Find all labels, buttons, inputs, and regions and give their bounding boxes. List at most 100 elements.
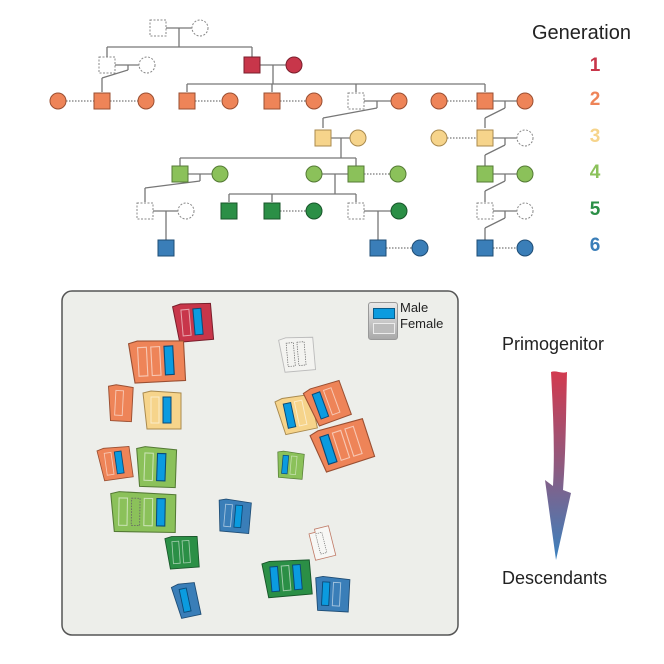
female-marker (143, 452, 154, 482)
female-marker (103, 451, 115, 476)
female-symbol (285, 56, 303, 74)
male-swatch (373, 308, 395, 319)
male-symbol (93, 92, 111, 110)
location-clusters (96, 302, 376, 619)
generation-number-3: 3 (589, 126, 601, 147)
cluster-block (218, 498, 252, 534)
female-symbol (305, 202, 323, 220)
female-marker (331, 429, 351, 461)
male-symbol (476, 129, 494, 147)
cluster-block (315, 575, 351, 613)
male-symbol (171, 165, 189, 183)
generation-title: Generation (532, 22, 631, 44)
male-marker (163, 345, 175, 376)
unknown-male-symbol (149, 19, 167, 37)
female-symbol (390, 92, 408, 110)
unknown-marker (285, 342, 296, 367)
female-symbol (305, 165, 323, 183)
cluster-block (309, 418, 376, 473)
male-symbol (314, 129, 332, 147)
cluster-block (302, 379, 352, 427)
female-symbol (430, 92, 448, 110)
male-symbol (476, 92, 494, 110)
location-cluster (172, 302, 215, 343)
location-cluster (309, 418, 376, 473)
unknown-male-symbol (98, 56, 116, 74)
location-cluster (96, 445, 134, 482)
male-symbol (157, 239, 175, 257)
female-symbol (349, 129, 367, 147)
female-marker (293, 399, 308, 427)
male-marker (178, 587, 192, 613)
unknown-male-symbol (136, 202, 154, 220)
location-cluster (110, 491, 177, 534)
male-symbol (263, 92, 281, 110)
female-marker (223, 503, 233, 528)
unknown-male-symbol (476, 202, 494, 220)
pedigree-line (484, 217, 506, 229)
cluster-block (308, 525, 337, 561)
generation-number-2: 2 (589, 89, 601, 110)
pedigree-tree (49, 19, 534, 257)
female-marker (150, 345, 162, 377)
unknown-female-symbol (516, 202, 534, 220)
female-marker (118, 497, 129, 526)
female-symbol (137, 92, 155, 110)
female-marker (180, 308, 192, 337)
female-symbol (516, 92, 534, 110)
female-marker (181, 539, 191, 564)
male-marker (321, 581, 331, 607)
unknown-male-symbol (347, 92, 365, 110)
female-symbol (390, 202, 408, 220)
generation-number-1: 1 (589, 55, 601, 76)
male-symbol (476, 239, 494, 257)
female-marker (136, 346, 149, 377)
pedigree-line (144, 180, 201, 189)
location-cluster (302, 379, 352, 427)
descent-arrow (545, 371, 571, 560)
male-symbol (347, 165, 365, 183)
female-marker (280, 564, 292, 592)
generation-number-6: 6 (589, 235, 601, 256)
unknown-female-symbol (177, 202, 195, 220)
cluster-block (108, 384, 134, 423)
female-symbol (389, 165, 407, 183)
male-marker (113, 450, 125, 475)
location-cluster (315, 575, 351, 613)
legend-male-label: Male (400, 300, 429, 315)
generation-number-5: 5 (589, 199, 601, 220)
female-symbol (211, 165, 229, 183)
unknown-male-symbol (347, 202, 365, 220)
male-marker (156, 452, 167, 482)
generation-number-4: 4 (589, 162, 601, 183)
female-marker (331, 581, 342, 607)
location-cluster (108, 384, 134, 423)
female-marker (171, 540, 181, 565)
male-marker (162, 396, 172, 424)
female-marker (150, 396, 160, 424)
cluster-block (164, 536, 200, 570)
unknown-female-symbol (191, 19, 209, 37)
location-cluster (136, 446, 178, 489)
male-symbol (476, 165, 494, 183)
cluster-block (277, 450, 305, 480)
female-marker (322, 387, 341, 416)
female-swatch (373, 323, 395, 334)
unknown-marker (130, 497, 141, 527)
male-marker (319, 433, 338, 466)
location-cluster (170, 582, 202, 619)
location-cluster (218, 498, 252, 534)
female-symbol (305, 92, 323, 110)
female-marker (143, 497, 154, 527)
cluster-block (278, 336, 317, 373)
unknown-marker (315, 531, 328, 555)
cluster-block (136, 446, 178, 489)
location-cluster (277, 450, 305, 480)
pedigree-line (484, 107, 506, 119)
cluster-block (261, 559, 313, 599)
location-cluster (164, 536, 200, 570)
primogenitor-label: Primogenitor (502, 334, 605, 354)
location-cluster (127, 340, 187, 384)
pedigree-line (484, 144, 506, 156)
